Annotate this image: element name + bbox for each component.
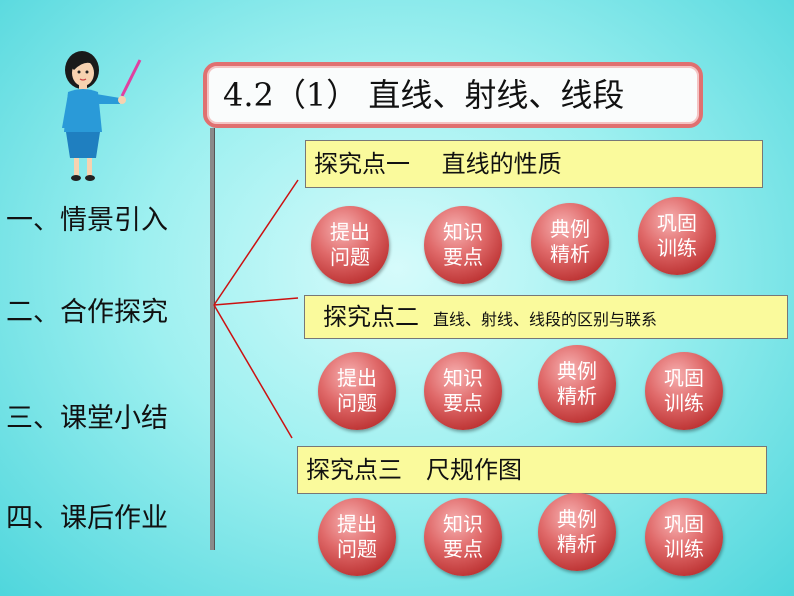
circle-raise-question-1[interactable]: 提出问题: [311, 206, 389, 284]
section-3-title: 探究点三 尺规作图: [306, 456, 522, 484]
circle-key-points-3[interactable]: 知识要点: [424, 498, 502, 576]
circle-examples-2[interactable]: 典例精析: [538, 345, 616, 423]
circle-practice-1[interactable]: 巩固训练: [638, 197, 716, 275]
circle-key-points-1[interactable]: 知识要点: [424, 206, 502, 284]
section-box-2[interactable]: 探究点二直线、射线、线段的区别与联系: [304, 295, 788, 339]
circle-raise-question-2[interactable]: 提出问题: [318, 352, 396, 430]
section-box-1[interactable]: 探究点一 直线的性质: [305, 140, 763, 188]
circle-raise-question-3[interactable]: 提出问题: [318, 498, 396, 576]
section-box-3[interactable]: 探究点三 尺规作图: [297, 446, 767, 494]
circle-examples-1[interactable]: 典例精析: [531, 203, 609, 281]
section-1-title: 探究点一 直线的性质: [314, 150, 562, 178]
circle-examples-3[interactable]: 典例精析: [538, 493, 616, 571]
circle-practice-3[interactable]: 巩固训练: [645, 498, 723, 576]
section-2-title: 探究点二: [323, 303, 419, 331]
section-2-subtitle: 直线、射线、线段的区别与联系: [433, 310, 657, 329]
circle-key-points-2[interactable]: 知识要点: [424, 352, 502, 430]
circle-practice-2[interactable]: 巩固训练: [645, 352, 723, 430]
